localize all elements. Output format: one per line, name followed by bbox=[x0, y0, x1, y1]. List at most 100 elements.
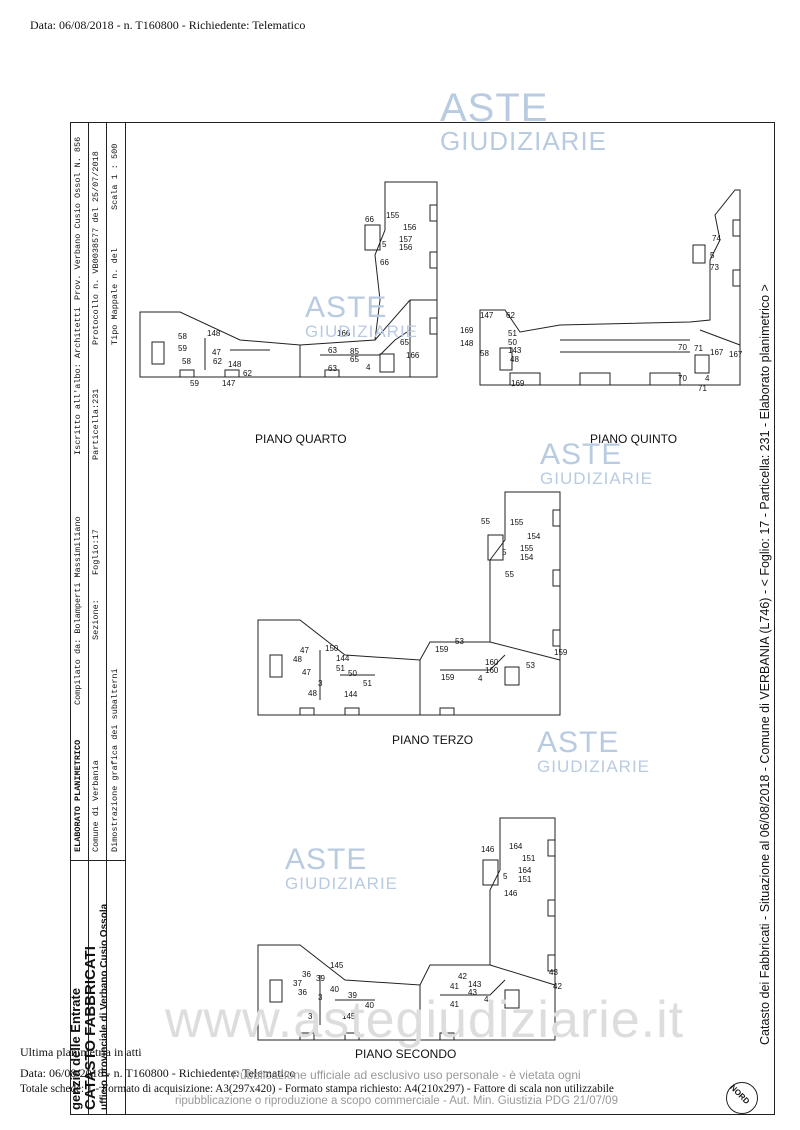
subalterno-number: 151 bbox=[518, 875, 532, 884]
watermark-giudiziarie-text: GIUDIZIARIE bbox=[440, 126, 608, 156]
subalterno-number: 58 bbox=[178, 332, 187, 341]
subalterno-number: 47 bbox=[300, 646, 309, 655]
watermark-aste-top: ASTE GIUDIZIARIE bbox=[440, 88, 607, 154]
band-divider bbox=[70, 860, 126, 861]
subalterno-number: 4 bbox=[705, 374, 710, 383]
subalterno-number: 36 bbox=[298, 988, 307, 997]
subalterno-number: 71 bbox=[698, 384, 707, 393]
subalterno-number: 50 bbox=[348, 669, 357, 678]
band-divider bbox=[88, 122, 89, 1115]
subalterno-number: 43 bbox=[468, 988, 477, 997]
subalterno-number: 55 bbox=[505, 570, 514, 579]
subalterno-number: 3 bbox=[318, 993, 323, 1002]
subalterno-number: 63 bbox=[328, 364, 337, 373]
subalterno-number: 40 bbox=[330, 985, 339, 994]
subalterno-number: 48 bbox=[308, 689, 317, 698]
watermark-giudiziarie-text: GIUDIZIARIE bbox=[540, 469, 654, 488]
subalterno-number: 55 bbox=[481, 517, 490, 526]
band-divider bbox=[106, 122, 107, 1115]
subalterno-number: 42 bbox=[458, 972, 467, 981]
footer-line2: Data: 06/08/2018 - n. T160800 - Richiede… bbox=[20, 1066, 296, 1080]
subalterno-number: 151 bbox=[522, 854, 536, 863]
subalterno-number: 48 bbox=[293, 655, 302, 664]
north-arrow-icon bbox=[726, 1082, 758, 1114]
subalterno-number: 164 bbox=[509, 842, 523, 851]
subalterno-number: 65 bbox=[400, 338, 409, 347]
subalterno-number: 166 bbox=[406, 351, 420, 360]
watermark-aste-secondo: ASTE GIUDIZIARIE bbox=[285, 845, 398, 893]
watermark-giudiziarie-text: GIUDIZIARIE bbox=[305, 322, 419, 341]
subalterno-number: 71 bbox=[694, 344, 703, 353]
floor-label-secondo: PIANO SECONDO bbox=[355, 1047, 457, 1061]
subalterno-number: 63 bbox=[328, 346, 337, 355]
subalterno-number: 42 bbox=[553, 982, 562, 991]
subalterno-number: 164 bbox=[518, 866, 532, 875]
subalterno-number: 58 bbox=[480, 349, 489, 358]
footer-line1: Ultima planimetria in atti bbox=[20, 1045, 142, 1059]
subalterno-number: 5 bbox=[502, 548, 507, 557]
subalterno-number: 40 bbox=[365, 1001, 374, 1010]
subalterno-number: 146 bbox=[504, 889, 518, 898]
subalterno-number: 70 bbox=[678, 343, 687, 352]
watermark-aste-text: ASTE bbox=[440, 86, 549, 130]
subalterno-number: 5 bbox=[503, 872, 508, 881]
subalterno-number: 148 bbox=[228, 360, 242, 369]
footer-line3: Totale schede: 1 - Formato di acquisizio… bbox=[20, 1083, 614, 1095]
subalterno-number: 51 bbox=[336, 664, 345, 673]
subalterno-number: 148 bbox=[207, 329, 221, 338]
subalterno-number: 70 bbox=[678, 374, 687, 383]
subalterno-number: 65 bbox=[350, 355, 359, 364]
floor-label-quinto: PIANO QUINTO bbox=[590, 432, 678, 446]
subalterno-number: 62 bbox=[506, 311, 515, 320]
subalterno-number: 159 bbox=[435, 645, 449, 654]
subalterno-number: 41 bbox=[450, 1000, 459, 1009]
watermark-aste-quinto: ASTE GIUDIZIARIE bbox=[540, 440, 654, 488]
subalterno-number: 37 bbox=[308, 1012, 317, 1021]
watermark-aste-text: ASTE bbox=[537, 726, 620, 759]
subalterno-number: 154 bbox=[527, 532, 541, 541]
subalterno-number: 169 bbox=[460, 326, 474, 335]
subalterno-number: 53 bbox=[526, 661, 535, 670]
subalterno-number: 5 bbox=[382, 240, 387, 249]
subalterno-number: 37 bbox=[293, 979, 302, 988]
subalterno-number: 59 bbox=[190, 379, 199, 388]
floor-label-terzo: PIANO TERZO bbox=[392, 733, 474, 747]
watermark-giudiziarie-text: GIUDIZIARIE bbox=[537, 757, 651, 776]
subalterno-number: 41 bbox=[450, 982, 459, 991]
subalterno-number: 48 bbox=[510, 355, 519, 364]
subalterno-number: 159 bbox=[554, 648, 568, 657]
subalterno-number: 62 bbox=[213, 357, 222, 366]
subalterno-number: 4 bbox=[484, 995, 489, 1004]
plan-secondo bbox=[257, 817, 556, 1041]
subalterno-number: 160 bbox=[485, 666, 499, 675]
subalterno-number: 144 bbox=[344, 690, 358, 699]
subalterno-number: 73 bbox=[710, 263, 719, 272]
subalterno-number: 4 bbox=[478, 674, 483, 683]
watermark-url: www.astegiudiziarie.it bbox=[165, 991, 685, 1049]
subalterno-number: 74 bbox=[712, 234, 721, 243]
subalterno-number: 39 bbox=[348, 991, 357, 1000]
subalterno-number: 43 bbox=[549, 968, 558, 977]
subalterno-number: 143 bbox=[508, 346, 522, 355]
subalterno-number: 47 bbox=[212, 348, 221, 357]
subalterno-number: 169 bbox=[511, 379, 525, 388]
subalterno-number: 144 bbox=[336, 654, 350, 663]
subalterno-number: 145 bbox=[330, 961, 344, 970]
disclaimer-line1: Pubblicazione ufficiale ad esclusivo uso… bbox=[232, 1068, 581, 1082]
subalterno-number: 58 bbox=[182, 357, 191, 366]
header-text: Data: 06/08/2018 - n. T160800 - Richiede… bbox=[30, 18, 306, 32]
subalterno-number: 150 bbox=[325, 644, 339, 653]
subalterno-number: 167 bbox=[710, 348, 724, 357]
subalterno-number: 47 bbox=[302, 668, 311, 677]
plan-quinto bbox=[479, 189, 741, 386]
subalterno-number: 85 bbox=[350, 347, 359, 356]
subalterno-number: 147 bbox=[222, 379, 236, 388]
subalterno-number: 36 bbox=[302, 970, 311, 979]
subalterno-number: 66 bbox=[365, 215, 374, 224]
subalterno-number: 51 bbox=[508, 329, 517, 338]
subalterno-number: 155 bbox=[510, 518, 524, 527]
